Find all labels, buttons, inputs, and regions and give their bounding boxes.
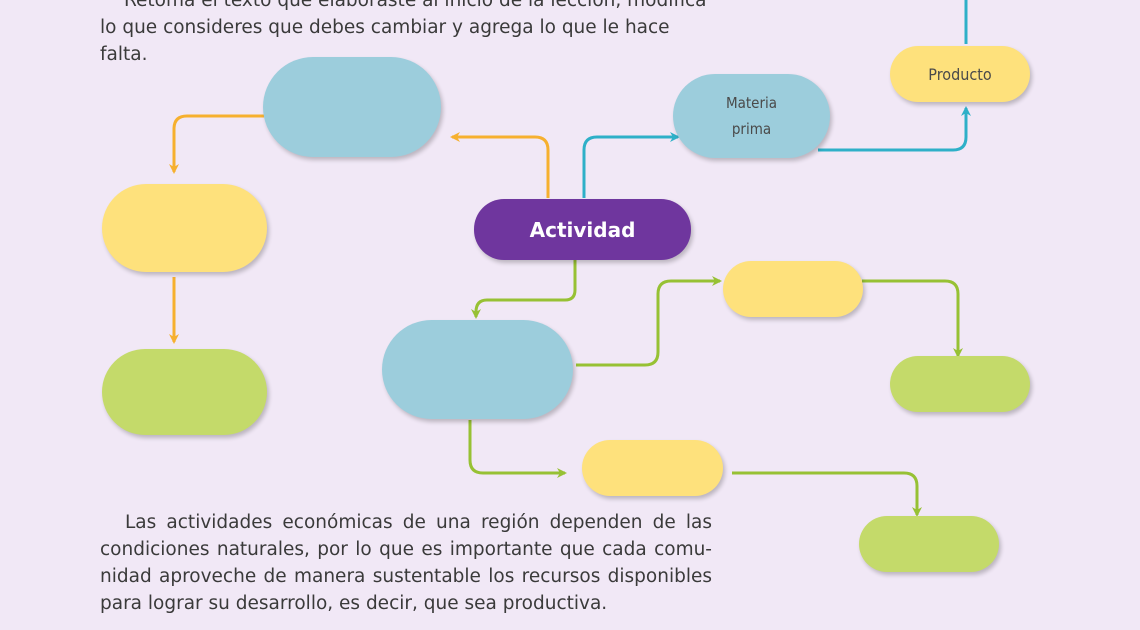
materia-prima-label-line-2: prima	[731, 120, 772, 138]
paragraph-line-3: nidad aproveche de manera sustentable lo…	[100, 566, 712, 587]
intro-line-2: lo que consideres que debes cambiar y ag…	[100, 17, 670, 65]
producto-node[interactable]: Producto	[890, 46, 1030, 102]
materia-prima-label-line-1: Materia	[725, 94, 778, 112]
arrow-actividad-to-blue-center	[471, 260, 577, 319]
paragraph-line-4: para lograr su desarrollo, es decir, que…	[100, 593, 608, 614]
arrow-materia-prima-to-producto	[818, 106, 971, 152]
arrow-blue-top-to-yellow-left	[169, 114, 264, 174]
paragraph-line-1: Las actividades económicas de una región…	[125, 512, 712, 533]
materia-prima-node[interactable]: Materia prima	[673, 74, 830, 158]
actividad-node[interactable]: Actividad	[474, 199, 691, 260]
blank-node-yellow-left[interactable]	[102, 184, 267, 272]
arrow-actividad-to-blue-top	[450, 132, 550, 198]
blank-node-yellow-bottom[interactable]	[582, 440, 723, 496]
intro-text: Retoma el texto que elaboraste al inicio…	[100, 0, 720, 68]
blank-node-green-right[interactable]	[890, 356, 1030, 412]
paragraph-line-2: condiciones naturales, por lo que es imp…	[100, 539, 712, 560]
arrow-blue-center-to-yellow-right-top	[576, 276, 722, 367]
arrow-yellow-right-top-to-green-right	[862, 279, 963, 358]
producto-label: Producto	[928, 64, 992, 84]
blank-node-yellow-right-top[interactable]	[723, 261, 863, 317]
blank-node-green-bottom[interactable]	[859, 516, 999, 572]
actividad-label: Actividad	[529, 217, 636, 242]
blank-node-blue-center[interactable]	[382, 320, 573, 419]
blank-node-blue-top[interactable]	[263, 57, 441, 157]
intro-line-1: Retoma el texto que elaboraste al inicio…	[124, 0, 707, 11]
body-paragraph: Las actividades económicas de una región…	[100, 509, 712, 617]
arrow-blue-center-to-yellow-bottom	[468, 420, 567, 478]
blank-node-green-left[interactable]	[102, 349, 267, 435]
arrow-yellow-bottom-to-green-bottom	[732, 471, 922, 517]
arrow-actividad-to-materia-prima	[582, 132, 680, 198]
